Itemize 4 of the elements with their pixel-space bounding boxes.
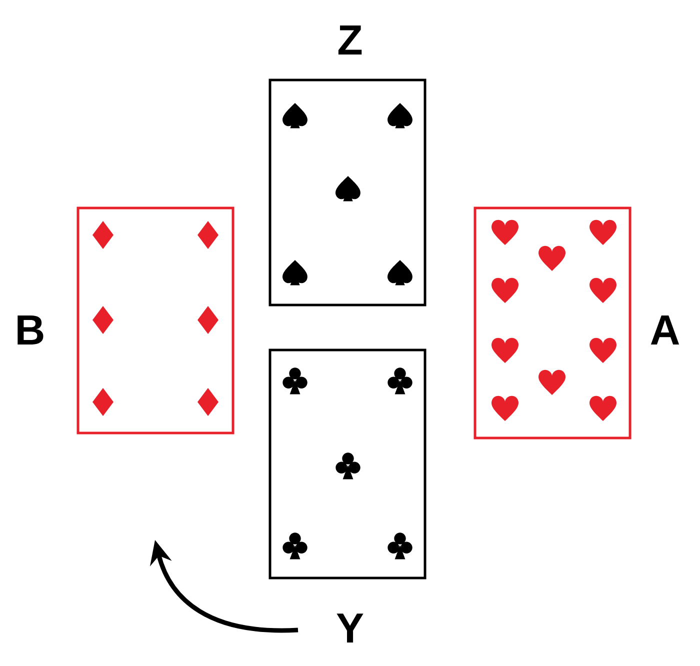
card-label: Y bbox=[336, 614, 364, 642]
card-label: B bbox=[18, 316, 44, 344]
card-label: A bbox=[650, 316, 680, 344]
card-label: Z bbox=[338, 26, 362, 54]
